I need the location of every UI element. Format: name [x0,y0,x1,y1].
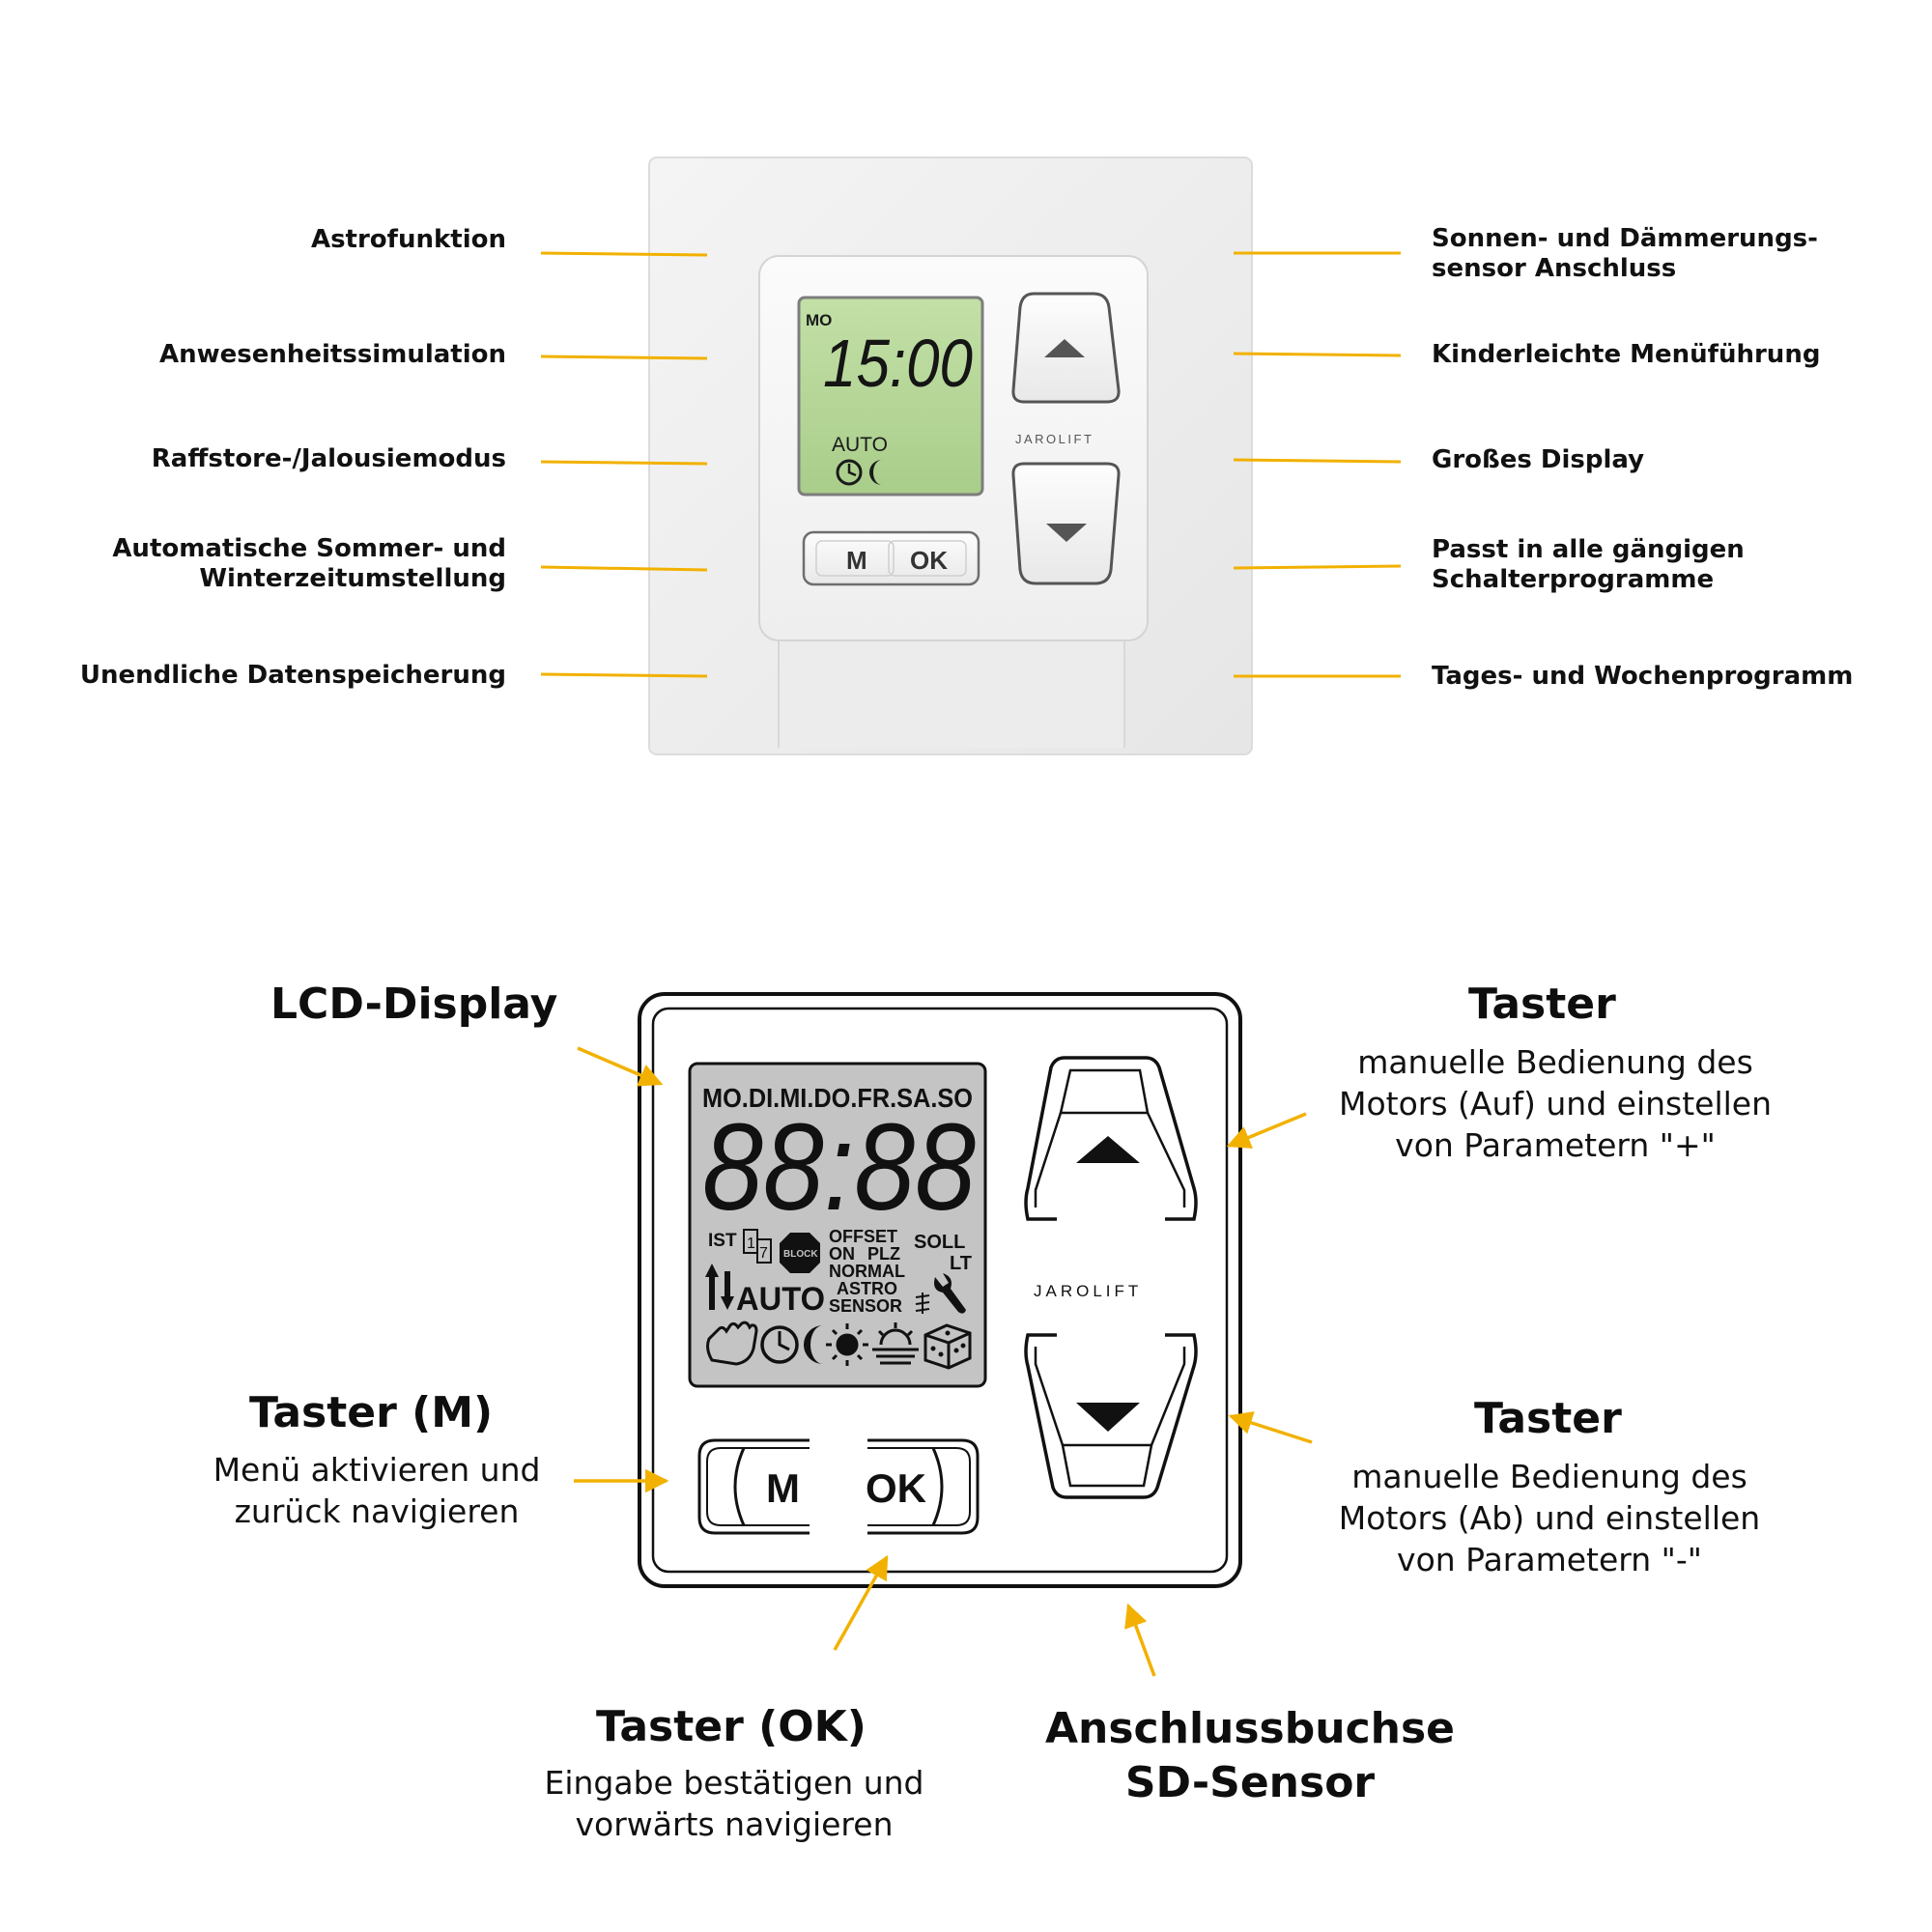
callout-taster-ok-title: Taster (OK) [596,1702,867,1751]
lcd-sensor: SENSOR [829,1296,902,1316]
lcd-sensor-symbol-icon [915,1293,930,1314]
callout-taster-m-title: Taster (M) [249,1388,494,1437]
svg-text:7: 7 [759,1245,768,1262]
diagram-frame-inner [651,1007,1229,1574]
feature-tages-wochenprogramm: Tages- und Wochenprogramm [1432,662,1854,691]
hand-icon [706,1321,758,1366]
callout-taster-up-desc: manuelle Bedienung des Motors (Auf) und … [1338,1043,1773,1164]
updown-arrows-icon [705,1264,734,1310]
sun-icon [826,1323,868,1366]
feature-sensor-anschluss: Sonnen- und Dämmerungs- sensor Anschluss [1432,224,1818,283]
callout-taster-down-desc: manuelle Bedienung des Motors (Ab) und e… [1338,1458,1761,1578]
wrench-icon [934,1273,966,1314]
feature-anwesenheitssimulation: Anwesenheitssimulation [158,340,506,369]
feature-grosses-display: Großes Display [1432,445,1645,474]
photo-down-button[interactable] [1011,462,1121,585]
callout-taster-m-desc: Menü aktivieren und zurück navigieren [213,1451,541,1530]
photo-m-ok-button[interactable] [802,530,980,586]
dice-icon [923,1323,972,1370]
lcd-astro: ASTRO [837,1279,897,1298]
photo-m-label: M [846,546,867,575]
diagram-ok-button[interactable]: OK [866,1438,980,1535]
photo-lcd-time: 15:00 [823,326,973,401]
photo-lcd-mode: AUTO [832,434,888,456]
diagram-m-label: M [766,1465,800,1511]
lcd-box-7 [756,1238,772,1264]
lcd-offset: OFFSET [829,1227,897,1246]
photo-lcd-day: MO [806,311,832,329]
lcd-plz: PLZ [867,1244,900,1264]
callout-taster-up-title: Taster [1468,980,1616,1029]
lcd-lt: LT [950,1253,972,1274]
callout-taster-ok-desc: Eingabe bestätigen und vorwärts navigier… [544,1764,924,1843]
photo-brand: JAROLIFT [1015,432,1094,446]
lcd-ist: IST [708,1231,737,1251]
svg-text:1: 1 [747,1236,755,1252]
diagram-m-button[interactable]: M [697,1438,810,1535]
diagram-up-button[interactable] [1024,1056,1198,1221]
moon-icon [804,1325,823,1364]
feature-menuefuehrung: Kinderleichte Menüführung [1432,340,1821,369]
lcd-soll: SOLL [914,1232,965,1253]
clock-icon [760,1325,799,1364]
callout-lcd-title: LCD-Display [270,980,558,1029]
lcd-digits: 88:88 [702,1098,976,1236]
lcd-on: ON [829,1244,855,1264]
lcd-auto: AUTO [736,1281,825,1318]
diagram-brand: JAROLIFT [1034,1282,1142,1300]
photo-up-button[interactable] [1011,292,1121,404]
callout-arrows [574,1046,1313,1677]
photo-clock-icon [836,459,863,486]
feature-astrofunktion: Astrofunktion [310,225,506,254]
photo-ok-label: OK [910,546,948,575]
sunset-icon [872,1322,919,1365]
callout-taster-down-title: Taster [1474,1394,1622,1443]
diagram-lcd [688,1062,987,1388]
feature-schalterprogramme: Passt in alle gängigen Schalterprogramme [1432,535,1745,594]
photo-lcd [797,296,984,497]
feature-datenspeicherung: Unendliche Datenspeicherung [79,661,506,690]
feature-raffstore-modus: Raffstore-/Jalousiemodus [151,444,506,473]
lcd-block: BLOCK [783,1249,818,1260]
lcd-days: MO.DI.MI.DO.FR.SA.SO [702,1083,973,1113]
feature-zeitumstellung: Automatische Sommer- und Winterzeitumste… [112,534,506,593]
diagram-down-button[interactable] [1024,1333,1198,1499]
lcd-normal: NORMAL [829,1262,905,1281]
frame-lower-recess [779,639,1124,748]
diagram-ok-label: OK [866,1465,926,1511]
feature-leaders [540,251,1402,678]
callout-sd-sensor-title: Anschlussbuchse SD-Sensor [1044,1704,1455,1807]
photo-moon-icon [869,460,882,485]
lcd-block-icon [780,1233,820,1273]
